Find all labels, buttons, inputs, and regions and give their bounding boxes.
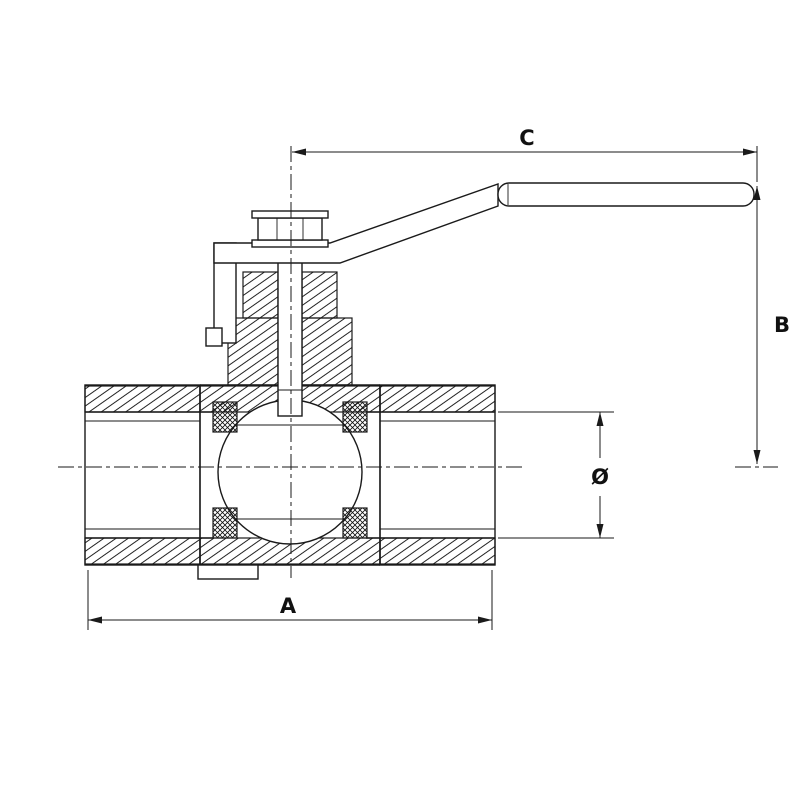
- dim-b-arrow-top: [753, 186, 761, 200]
- valve-seat-top-left: [212, 401, 238, 433]
- dimension-a: A: [87, 570, 493, 630]
- left-port-bottom-wall: [84, 537, 201, 565]
- dim-dia-arrow-bottom: [596, 524, 604, 538]
- handle-grip: [497, 182, 755, 207]
- right-port-bottom-wall: [379, 537, 496, 565]
- stem-top-plate: [251, 210, 329, 219]
- valve-seat-bottom-left: [212, 507, 238, 539]
- handle-assembly: [205, 182, 755, 347]
- dimension-diameter: Ø: [498, 411, 614, 539]
- stem-washer: [251, 239, 329, 248]
- dim-c-label: C: [519, 126, 534, 150]
- stem-assembly: [277, 239, 303, 417]
- dim-b-arrow-bottom: [753, 450, 761, 464]
- handle-stop-foot: [205, 327, 223, 347]
- valve-body: [84, 271, 496, 580]
- bottom-flange-tab: [197, 564, 259, 580]
- dim-a-arrow-right: [478, 616, 492, 624]
- centerlines: [58, 146, 778, 578]
- dim-b-label: B: [774, 313, 790, 337]
- dim-dia-label: Ø: [591, 465, 609, 489]
- dim-dia-arrow-top: [596, 412, 604, 426]
- dim-c-arrow-left: [292, 148, 306, 156]
- right-port-top-wall: [379, 385, 496, 413]
- valve-seat-bottom-right: [342, 507, 368, 539]
- valve-seat-top-right: [342, 401, 368, 433]
- bonnet-neck-right: [301, 317, 353, 386]
- dim-a-arrow-left: [88, 616, 102, 624]
- handle-lever-arm: [213, 183, 499, 264]
- stem-hex-nut: [257, 217, 323, 241]
- left-port-top-wall: [84, 385, 201, 413]
- valve-ball: [217, 399, 363, 545]
- dim-c-arrow-right: [743, 148, 757, 156]
- gland-nut-left: [242, 271, 279, 319]
- dimension-b: B: [753, 186, 790, 464]
- dim-a-label: A: [280, 594, 297, 618]
- dimension-c: C: [292, 126, 758, 182]
- gland-nut-right: [301, 271, 338, 319]
